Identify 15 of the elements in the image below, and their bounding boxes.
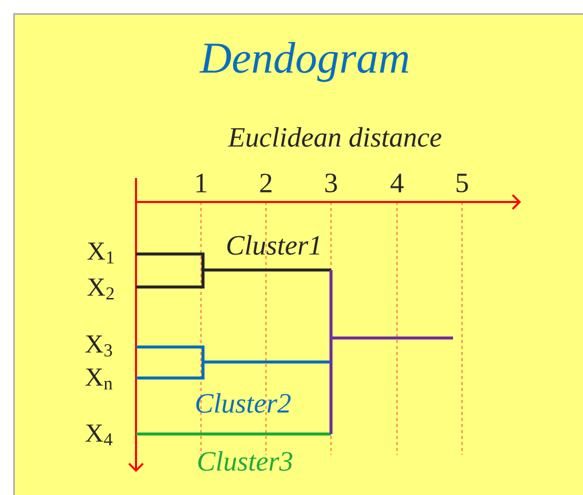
tick-label: 2 — [260, 174, 272, 192]
axis-title: Euclidean distance — [228, 127, 442, 147]
leaf-label: X$_{2}$ — [87, 278, 114, 300]
tick-label: 1 — [196, 174, 206, 192]
leaf-label: X$_{n}$ — [85, 368, 112, 390]
leaf-label: X$_{4}$ — [85, 424, 112, 446]
tick-label: 5 — [456, 174, 468, 192]
cluster-label: Cluster2 — [196, 393, 291, 413]
cluster-label: Cluster3 — [198, 451, 292, 471]
tick-label: 4 — [390, 174, 404, 192]
tick-label: 3 — [325, 174, 337, 192]
cluster-label: Cluster1 — [227, 235, 320, 255]
leaf-label: X$_{3}$ — [85, 336, 112, 356]
leaf-label: X$_{1}$ — [87, 242, 114, 264]
title: Dendogram — [199, 42, 408, 82]
